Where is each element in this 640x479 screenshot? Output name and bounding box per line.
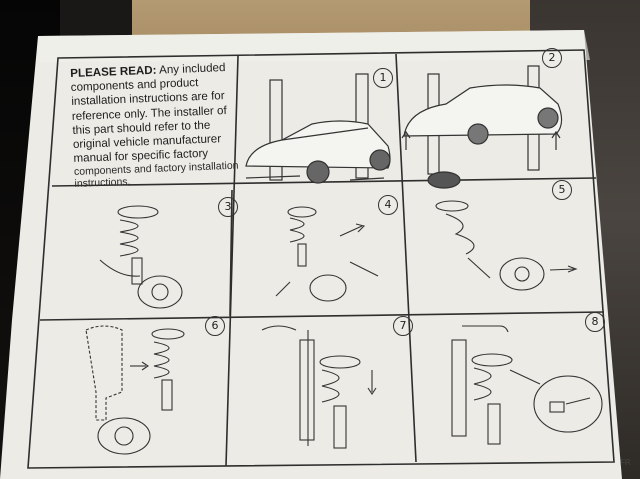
spring-compressor-icon	[261, 325, 377, 449]
strut-replacement-icon	[85, 325, 185, 455]
car-on-lift-icon	[245, 73, 391, 184]
strut-removal-icon	[275, 206, 379, 302]
step-number-7: 7	[393, 316, 413, 336]
step-number-1: 1	[373, 68, 393, 88]
step-number-2: 2	[542, 48, 562, 68]
car-raised-wheel-removed-icon	[401, 65, 563, 189]
step-number-6: 6	[205, 316, 225, 336]
please-read-notice: PLEASE READ: Any included components and…	[70, 60, 245, 190]
spring-compressor-detail-icon	[451, 325, 603, 445]
strut-assembly-icon	[99, 205, 183, 309]
strut-detached-icon	[435, 200, 578, 291]
step-number-8: 8	[585, 312, 605, 332]
step-number-3: 3	[218, 197, 238, 217]
panel-grid	[27, 49, 615, 469]
step-number-5: 5	[552, 180, 572, 200]
step-number-4: 4	[378, 195, 398, 215]
paper-highlight	[38, 30, 590, 62]
footer-code: FR	[619, 457, 631, 468]
